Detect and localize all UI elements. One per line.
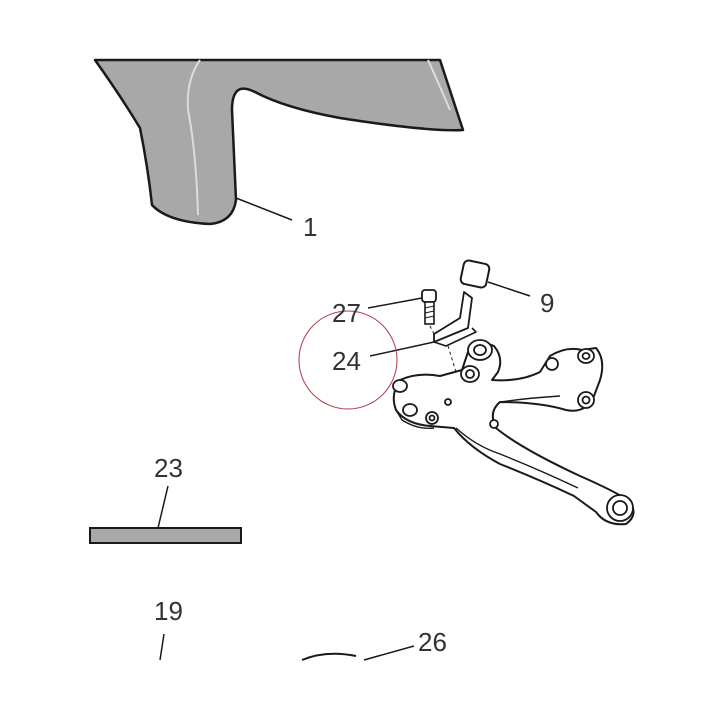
- part-23-strip: [89, 527, 242, 544]
- part-1-cover: [93, 58, 465, 226]
- callout-23: 23: [154, 453, 183, 483]
- callout-26: 26: [418, 627, 447, 657]
- leader-line-26: [363, 645, 415, 661]
- frame-arm-assembly: [392, 343, 635, 526]
- leader-line-1: [235, 197, 293, 221]
- frame-holes: [392, 339, 634, 522]
- leader-line-9: [487, 281, 531, 297]
- highlight-ring: [298, 310, 398, 410]
- callout-27: 27: [332, 298, 361, 328]
- leader-line-27: [367, 297, 423, 309]
- part-26-partial: [301, 652, 357, 661]
- leader-line-24: [369, 341, 435, 357]
- leader-line-23: [157, 485, 169, 529]
- leader-line-19: [159, 633, 165, 661]
- part-9-pad: [459, 259, 491, 289]
- callout-19: 19: [154, 596, 183, 626]
- part-24-bracket: [433, 291, 477, 373]
- callout-1: 1: [303, 212, 318, 242]
- callout-24: 24: [332, 346, 361, 376]
- callout-9: 9: [540, 288, 555, 318]
